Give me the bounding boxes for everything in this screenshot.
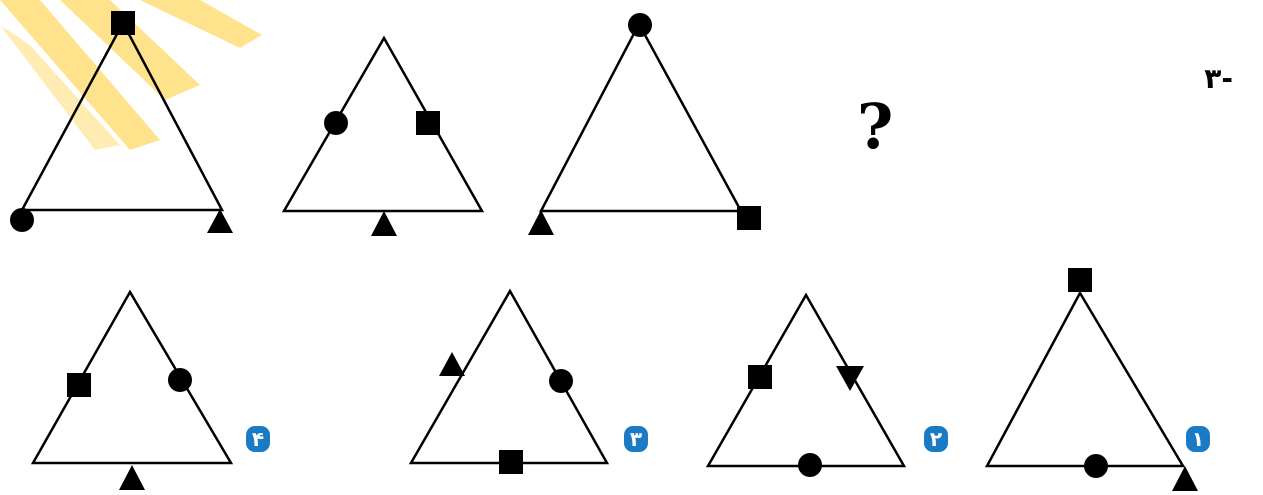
triangle-shape <box>207 209 233 233</box>
triangle-shape <box>119 465 145 490</box>
triangle-shape <box>1172 466 1198 491</box>
circle-shape <box>10 208 34 232</box>
square-shape <box>1068 268 1092 292</box>
square-shape <box>737 206 761 230</box>
circle-shape <box>1084 454 1108 478</box>
circle-shape <box>324 111 348 135</box>
sequence-figure-2 <box>281 35 485 236</box>
option-3-figure[interactable] <box>408 288 610 474</box>
square-shape <box>416 111 440 135</box>
option-4-figure[interactable] <box>30 289 234 490</box>
square-shape <box>499 450 523 474</box>
option-3-badge[interactable]: ۳ <box>624 426 648 452</box>
option-4-badge[interactable]: ۴ <box>246 426 270 452</box>
circle-shape <box>168 368 192 392</box>
option-1-figure[interactable] <box>984 268 1198 491</box>
inverted-triangle-shape <box>836 366 864 391</box>
square-shape <box>111 11 135 35</box>
sequence-figure-1 <box>10 11 233 233</box>
sequence-figure-3 <box>528 13 761 235</box>
circle-shape <box>549 369 573 393</box>
option-2-figure[interactable] <box>705 292 907 477</box>
triangle-shape <box>439 352 465 376</box>
triangle-shape <box>528 210 554 235</box>
option-2-badge[interactable]: ۲ <box>924 426 948 452</box>
triangle-shape <box>371 211 397 236</box>
missing-figure-question-mark: ? <box>857 90 894 163</box>
square-shape <box>748 365 772 389</box>
circle-shape <box>628 13 652 37</box>
square-shape <box>67 373 91 397</box>
question-number: -۳ <box>1204 62 1233 95</box>
highlighter-watermark <box>0 0 262 150</box>
circle-shape <box>798 453 822 477</box>
option-1-badge[interactable]: ۱ <box>1186 426 1210 452</box>
